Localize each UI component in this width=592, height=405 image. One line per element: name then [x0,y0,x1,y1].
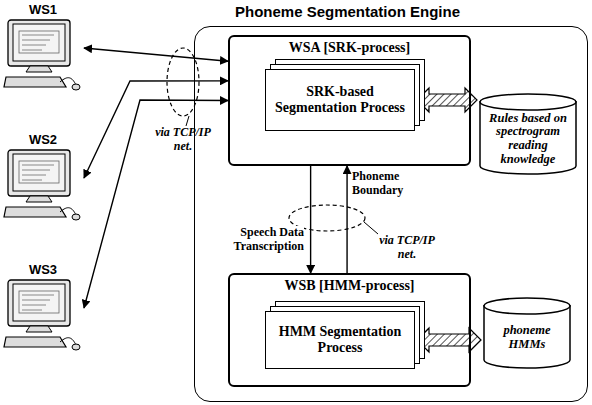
computer-icon [2,19,82,91]
monitor-stand [26,326,52,332]
mouse [72,214,80,220]
node-text: Rules based on spectrogram reading knowl… [484,112,572,167]
connector-arrow [84,48,228,61]
workstation: WS2 [2,132,84,224]
mouse [72,344,80,350]
screen-line [22,35,54,36]
node-text: WSA [SRK-process] [230,37,469,56]
screen-line [22,305,46,306]
screen-window [19,291,59,313]
monitor-frame [8,280,70,326]
monitor-stand [26,196,52,202]
process-box: HMM Segmentation Process [265,311,415,369]
connector-arrow [84,81,228,178]
connector-arrow [346,166,347,273]
keyboard [4,207,66,217]
monitor-stand [26,66,52,72]
screen-window [19,31,59,53]
cylinder-top [480,94,576,110]
screen-line [22,40,50,41]
monitor-frame [8,20,70,66]
database-cylinder: phoneme HMMs [483,297,571,369]
network-label: via TCP/IP net. [150,126,216,154]
data-exchange-arrow [417,88,477,112]
node-text: Phoneme Segmentation Engine [235,3,460,20]
screen-line [22,165,54,166]
engine-box: Phoneme Segmentation EngineWSA [SRK-proc… [194,26,588,402]
screen-line [22,175,46,176]
node-text: SRK-based Segmentation Process [272,84,408,116]
node-text: WS2 [2,132,84,147]
workstation: WS3 [2,262,84,354]
connector-arrow [84,100,228,308]
network-label: via TCP/IP net. [372,234,442,262]
cylinder-body [480,101,576,174]
leader-line [364,222,378,234]
monitor-screen [13,24,65,61]
keyboard [4,77,66,87]
monitor-frame [8,150,70,196]
workstation-box: WSB [HMM-process] HMM Segmentation Proces… [228,273,471,387]
node-text: phoneme HMMs [488,324,566,352]
mouse [72,84,80,90]
workstation-box: WSA [SRK-process] SRK-based Segmentation … [228,35,471,166]
database-cylinder: Rules based on spectrogram reading knowl… [479,93,577,175]
node-text: HMM Segmentation Process [272,324,408,356]
keyboard [4,337,66,347]
leader-line [186,116,189,126]
screen-window [19,161,59,183]
process-box: SRK-based Segmentation Process [265,69,415,131]
connector-arrow [310,166,311,273]
computer-icon [2,279,82,351]
node-text: WS3 [2,262,84,277]
screen-line [22,310,42,311]
monitor-screen [13,154,65,191]
screen-line [22,50,42,51]
data-exchange-arrow [417,328,481,352]
edge-label: Phoneme Boundary [352,170,426,198]
workstation: WS1 [2,2,84,94]
screen-line [22,180,42,181]
cylinder-top [484,298,570,314]
computer-icon [2,149,82,221]
node-text: WSB [HMM-process] [230,275,469,294]
screen-line [22,170,50,171]
screen-line [22,300,50,301]
edge-label: Speech Data Transcription [222,226,304,254]
screen-line [22,45,46,46]
screen-line [22,295,54,296]
monitor-screen [13,284,65,321]
node-text: WS1 [2,2,84,17]
